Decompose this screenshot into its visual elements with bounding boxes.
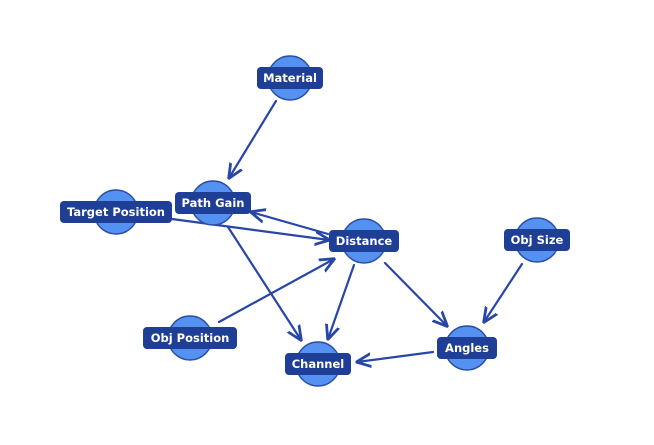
- node-label: Path Gain: [182, 196, 245, 210]
- node-obj-position: Obj Position: [143, 315, 237, 361]
- node-path-gain: Path Gain: [175, 180, 251, 226]
- node-label-box: [437, 337, 497, 359]
- node-label-box: [143, 327, 237, 349]
- edges: [170, 99, 524, 362]
- node-label-box: [60, 201, 172, 223]
- node-label: Channel: [292, 357, 345, 371]
- node-material: Material: [257, 55, 323, 101]
- edge-path-gain-to-channel: [226, 225, 301, 340]
- edge-obj-position-to-distance: [217, 259, 334, 324]
- edge-obj-size-to-angles: [484, 262, 524, 322]
- edge-distance-to-path-gain: [251, 212, 330, 236]
- edge-target-position-to-distance: [170, 217, 329, 240]
- node-label: Material: [263, 71, 317, 85]
- node-channel: Channel: [285, 341, 351, 387]
- node-label: Obj Size: [511, 233, 564, 247]
- node-label-box: [285, 353, 351, 375]
- edge-angles-to-channel: [357, 350, 435, 362]
- edge-distance-to-angles: [383, 261, 447, 326]
- node-label-box: [504, 229, 570, 251]
- node-label: Angles: [445, 341, 489, 355]
- edge-distance-to-channel: [328, 263, 356, 339]
- node-distance: Distance: [329, 218, 399, 264]
- node-obj-size: Obj Size: [504, 217, 570, 263]
- node-label: Obj Position: [151, 331, 230, 345]
- node-label-box: [257, 67, 323, 89]
- node-label-box: [329, 230, 399, 252]
- node-label: Target Position: [67, 205, 165, 219]
- edge-material-to-path-gain: [229, 99, 278, 178]
- node-target-position: Target Position: [60, 189, 172, 235]
- node-label-box: [175, 192, 251, 214]
- node-angles: Angles: [437, 325, 497, 371]
- node-label: Distance: [336, 234, 393, 248]
